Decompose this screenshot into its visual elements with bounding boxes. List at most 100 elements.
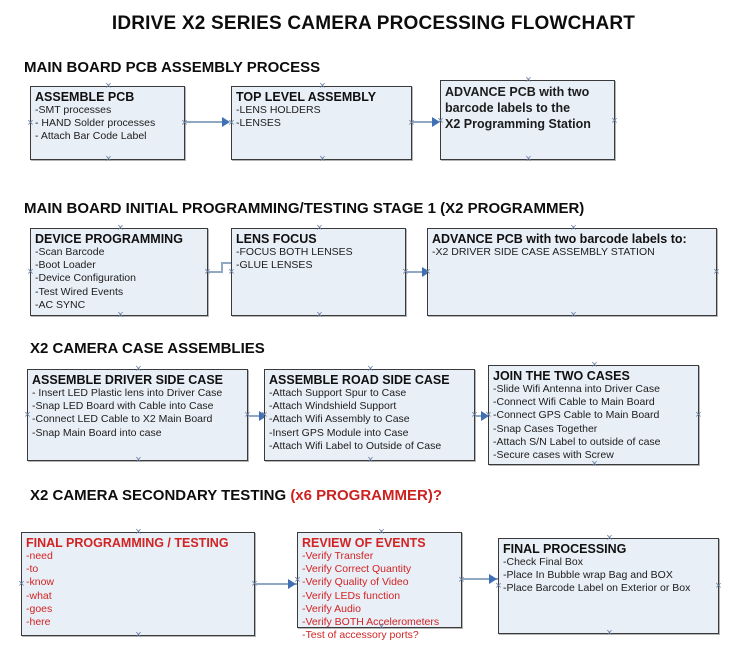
flow-box-line: -Verify Quality of Video — [302, 576, 409, 589]
flow-box-top-level-assembly[interactable]: TOP LEVEL ASSEMBLY -LENS HOLDERS -LENSES — [231, 86, 412, 160]
connection-handle-left[interactable] — [26, 268, 35, 277]
flow-box-line: - Attach Bar Code Label — [35, 130, 147, 143]
flow-box-line: -Attach Support Spur to Case — [269, 387, 407, 399]
connection-handle-bottom[interactable] — [605, 629, 614, 638]
flow-box-advance-pcb-programming-station[interactable]: ADVANCE PCB with two barcode labels to t… — [440, 80, 615, 160]
connection-handle-right[interactable] — [714, 582, 723, 591]
connection-handle-top[interactable] — [524, 76, 533, 85]
connection-handle-top[interactable] — [116, 224, 125, 233]
connection-handle-left[interactable] — [293, 576, 302, 585]
flow-box-title: TOP LEVEL ASSEMBLY — [236, 90, 377, 104]
flow-box-line: -AC SYNC — [35, 298, 86, 311]
connection-handle-left[interactable] — [260, 411, 269, 420]
flow-box-device-programming[interactable]: DEVICE PROGRAMMING -Scan Barcode -Boot L… — [30, 228, 208, 316]
flow-box-line: -Attach Wifi Label to Outside of Case — [269, 439, 442, 452]
connector-line — [249, 415, 265, 417]
connection-handle-top[interactable] — [134, 365, 143, 374]
flow-box-line: barcode labels to the — [445, 101, 571, 115]
flow-box-line: -Verify BOTH Accelerometers — [302, 616, 440, 629]
flow-box-line: -Insert GPS Module into Case — [269, 426, 409, 439]
flow-box-title: ASSEMBLE PCB — [35, 90, 135, 104]
connection-handle-top[interactable] — [605, 534, 614, 543]
flow-box-line: -Scan Barcode — [35, 246, 105, 258]
section-heading-main-board-pcb-assembly: MAIN BOARD PCB ASSEMBLY PROCESS — [24, 59, 320, 76]
flow-box-final-processing[interactable]: FINAL PROCESSING -Check Final Box -Place… — [498, 538, 719, 634]
connection-handle-top[interactable] — [377, 528, 386, 537]
connection-handle-bottom[interactable] — [134, 456, 143, 465]
connection-handle-top[interactable] — [315, 224, 324, 233]
flow-box-line: -Attach Wifi Assembly to Case — [269, 413, 410, 426]
connection-handle-bottom[interactable] — [590, 460, 599, 469]
connection-handle-left[interactable] — [484, 411, 493, 420]
flow-box-title: LENS FOCUS — [236, 232, 317, 246]
connection-handle-bottom[interactable] — [104, 155, 113, 164]
connector-line — [209, 271, 223, 273]
flow-box-line: -to — [26, 563, 39, 576]
connection-handle-left[interactable] — [436, 117, 445, 126]
flow-box-line: -Check Final Box — [503, 556, 583, 568]
flow-box-final-programming-testing[interactable]: FINAL PROGRAMMING / TESTING -need -to -k… — [21, 532, 255, 636]
flow-box-assemble-pcb[interactable]: ASSEMBLE PCB -SMT processes - HAND Solde… — [30, 86, 185, 160]
flow-box-line: -X2 DRIVER SIDE CASE ASSEMBLY STATION — [432, 246, 655, 258]
flow-box-line: -Connect LED Cable to X2 Main Board — [32, 413, 213, 426]
flow-box-line: -need — [26, 550, 53, 562]
flow-box-line: -LENS HOLDERS — [236, 104, 321, 116]
connection-handle-bottom[interactable] — [377, 623, 386, 632]
flow-box-line: -Verify Audio — [302, 602, 361, 615]
connection-handle-left[interactable] — [227, 119, 236, 128]
flow-box-line: -Secure cases with Screw — [493, 449, 614, 462]
connection-handle-top[interactable] — [104, 82, 113, 91]
flow-box-line: -LENSES — [236, 117, 281, 130]
flow-box-line: -what — [26, 589, 52, 602]
connector-line-vertical — [221, 263, 223, 273]
flow-box-title: FINAL PROCESSING — [503, 542, 627, 556]
flow-box-title: ASSEMBLE ROAD SIDE CASE — [269, 373, 450, 387]
section-heading-text: MAIN BOARD INITIAL PROGRAMMING/TESTING S… — [24, 200, 585, 217]
connector-line — [413, 121, 438, 123]
connection-handle-top[interactable] — [590, 361, 599, 370]
connection-handle-left[interactable] — [23, 411, 32, 420]
connection-handle-bottom[interactable] — [366, 456, 375, 465]
connection-handle-right[interactable] — [610, 117, 619, 126]
section-heading-text: MAIN BOARD PCB ASSEMBLY PROCESS — [24, 59, 321, 76]
connection-handle-left[interactable] — [26, 119, 35, 128]
connection-handle-left[interactable] — [17, 580, 26, 589]
flow-box-line: -Attach Windshield Support — [269, 400, 397, 413]
page-title: IDRIVE X2 SERIES CAMERA PROCESSING FLOWC… — [111, 13, 636, 34]
connection-handle-left[interactable] — [227, 268, 236, 277]
section-heading-accent-text: (x6 PROGRAMMER)? — [290, 487, 442, 504]
connection-handle-bottom[interactable] — [318, 155, 327, 164]
flow-box-title: ADVANCE PCB with two barcode labels to: — [432, 232, 687, 246]
connection-handle-right[interactable] — [694, 411, 703, 420]
connection-handle-left[interactable] — [494, 582, 503, 591]
flow-box-assemble-driver-side-case[interactable]: ASSEMBLE DRIVER SIDE CASE - Insert LED P… — [27, 369, 248, 461]
flow-box-line: -Connect Wifi Cable to Main Board — [493, 396, 655, 409]
connection-handle-bottom[interactable] — [116, 311, 125, 320]
connection-handle-bottom[interactable] — [569, 311, 578, 320]
connection-handle-right[interactable] — [712, 268, 721, 277]
connection-handle-top[interactable] — [134, 528, 143, 537]
connection-handle-top[interactable] — [366, 365, 375, 374]
connection-handle-left[interactable] — [423, 268, 432, 277]
connection-handle-bottom[interactable] — [134, 631, 143, 640]
connector-arrowhead-icon — [489, 574, 497, 584]
flow-box-title: FINAL PROGRAMMING / TESTING — [26, 536, 229, 550]
connection-handle-bottom[interactable] — [315, 311, 324, 320]
flow-box-title: JOIN THE TWO CASES — [493, 369, 630, 383]
flow-box-line: -Boot Loader — [35, 259, 96, 272]
flow-box-review-of-events[interactable]: REVIEW OF EVENTS -Verify Transfer -Verif… — [297, 532, 462, 641]
flow-box-line: -Verify LEDs function — [302, 589, 401, 602]
connector-line — [463, 578, 499, 580]
flow-box-advance-pcb-driver-side-case[interactable]: ADVANCE PCB with two barcode labels to: … — [427, 228, 717, 316]
flow-box-assemble-road-side-case[interactable]: ASSEMBLE ROAD SIDE CASE -Attach Support … — [264, 369, 475, 461]
connection-handle-top[interactable] — [569, 224, 578, 233]
connector-arrowhead-icon — [222, 117, 230, 127]
connector-arrowhead-icon — [288, 579, 296, 589]
flow-box-join-the-two-cases[interactable]: JOIN THE TWO CASES -Slide Wifi Antenna i… — [488, 365, 699, 465]
connection-handle-top[interactable] — [318, 82, 327, 91]
section-heading-x2-camera-secondary-testing: X2 CAMERA SECONDARY TESTING (x6 PROGRAMM… — [30, 487, 442, 504]
connection-handle-bottom[interactable] — [524, 155, 533, 164]
section-heading-text: X2 CAMERA SECONDARY TESTING — [30, 487, 291, 504]
flow-box-lens-focus[interactable]: LENS FOCUS -FOCUS BOTH LENSES -GLUE LENS… — [231, 228, 406, 316]
flow-box-line: -Snap LED Board with Cable into Case — [32, 400, 214, 413]
